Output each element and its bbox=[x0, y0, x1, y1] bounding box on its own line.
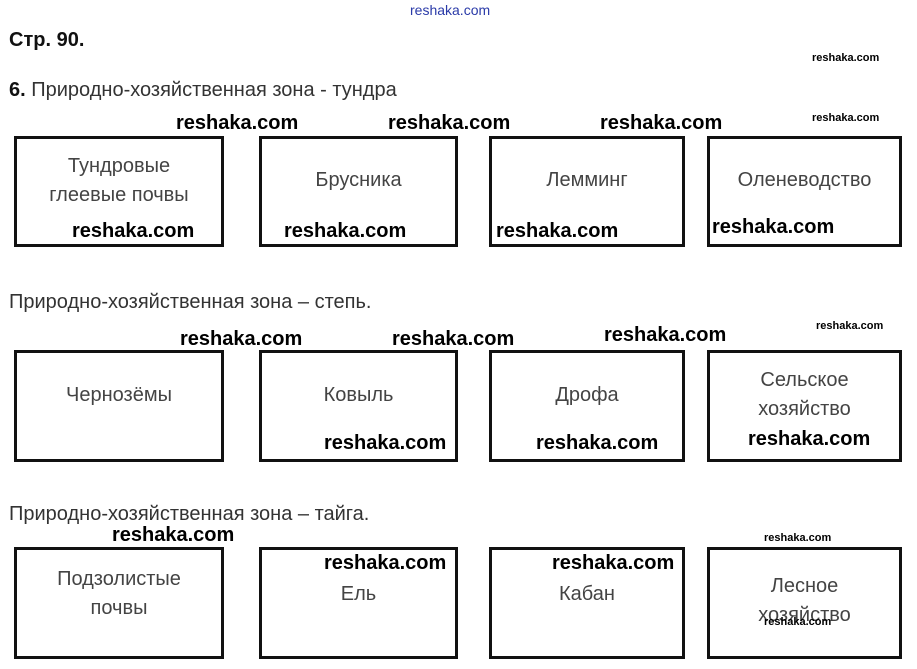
watermark-text: reshaka.com bbox=[324, 552, 447, 574]
watermark-text: reshaka.com bbox=[388, 112, 511, 134]
cell-text: Подзолистые почвы bbox=[57, 568, 181, 619]
cell-text: Оленеводство bbox=[737, 169, 872, 191]
watermark-text: reshaka.com bbox=[392, 328, 515, 350]
watermark-text: reshaka.com bbox=[112, 524, 235, 546]
watermark-text: reshaka.com bbox=[600, 112, 723, 134]
watermark-text: reshaka.com bbox=[764, 616, 832, 628]
zone-title-tundra: 6. Природно-хозяйственная зона - тундра bbox=[9, 79, 397, 102]
watermark-text: reshaka.com bbox=[812, 112, 880, 124]
cell-text: Лесное хозяйство bbox=[758, 575, 851, 626]
watermark-text: reshaka.com bbox=[410, 2, 491, 18]
watermark-text: reshaka.com bbox=[812, 52, 880, 64]
watermark-text: reshaka.com bbox=[284, 220, 407, 242]
zone-cell-soil: Подзолистые почвы bbox=[14, 547, 224, 659]
watermark-text: reshaka.com bbox=[816, 320, 884, 332]
cell-text: Лемминг bbox=[546, 169, 628, 191]
zone-cell-economy: Лесное хозяйство bbox=[707, 547, 902, 659]
cell-text: Чернозёмы bbox=[66, 383, 172, 406]
zone-cell-economy: Оленеводство bbox=[707, 136, 902, 247]
zone-title-steppe: Природно-хозяйственная зона – степь. bbox=[9, 291, 371, 314]
zone-cell-soil: Чернозёмы bbox=[14, 350, 224, 462]
zone-cell-plant: Ковыль bbox=[259, 350, 458, 462]
zone-cell-animal: Дрофа bbox=[489, 350, 685, 462]
page-label: Стр. 90. bbox=[9, 29, 85, 51]
watermark-text: reshaka.com bbox=[604, 324, 727, 346]
cell-text: Дрофа bbox=[555, 383, 619, 406]
zone-cell-animal: Лемминг bbox=[489, 136, 685, 247]
watermark-text: reshaka.com bbox=[552, 552, 675, 574]
cell-text: Брусника bbox=[315, 169, 402, 191]
cell-text: Ковыль bbox=[323, 383, 394, 406]
watermark-text: reshaka.com bbox=[764, 532, 832, 544]
zone-cell-soil: Тундровые глеевые почвы bbox=[14, 136, 224, 247]
cell-text: Тундровые глеевые почвы bbox=[49, 154, 189, 206]
cell-text: Кабан bbox=[559, 582, 615, 605]
zone-cell-animal: Кабан bbox=[489, 547, 685, 659]
watermark-text: reshaka.com bbox=[72, 220, 195, 242]
task-number: 6. bbox=[9, 79, 26, 101]
zone-title-text: Природно-хозяйственная зона – тайга. bbox=[9, 503, 370, 525]
watermark-text: reshaka.com bbox=[496, 220, 619, 242]
zone-cell-plant: Ель bbox=[259, 547, 458, 659]
zone-title-taiga: Природно-хозяйственная зона – тайга. bbox=[9, 503, 369, 526]
cell-text: Сельское хозяйство bbox=[758, 369, 851, 420]
zone-title-text: Природно-хозяйственная зона – степь. bbox=[9, 291, 372, 313]
watermark-text: reshaka.com bbox=[536, 432, 659, 454]
zone-cell-plant: Брусника bbox=[259, 136, 458, 247]
cell-text: Ель bbox=[340, 582, 377, 605]
watermark-text: reshaka.com bbox=[176, 112, 299, 134]
zone-cell-economy: Сельское хозяйство bbox=[707, 350, 902, 462]
watermark-text: reshaka.com bbox=[748, 428, 871, 450]
watermark-text: reshaka.com bbox=[324, 432, 447, 454]
zone-title-text: Природно-хозяйственная зона - тундра bbox=[31, 79, 397, 101]
watermark-text: reshaka.com bbox=[712, 216, 835, 238]
watermark-text: reshaka.com bbox=[180, 328, 303, 350]
